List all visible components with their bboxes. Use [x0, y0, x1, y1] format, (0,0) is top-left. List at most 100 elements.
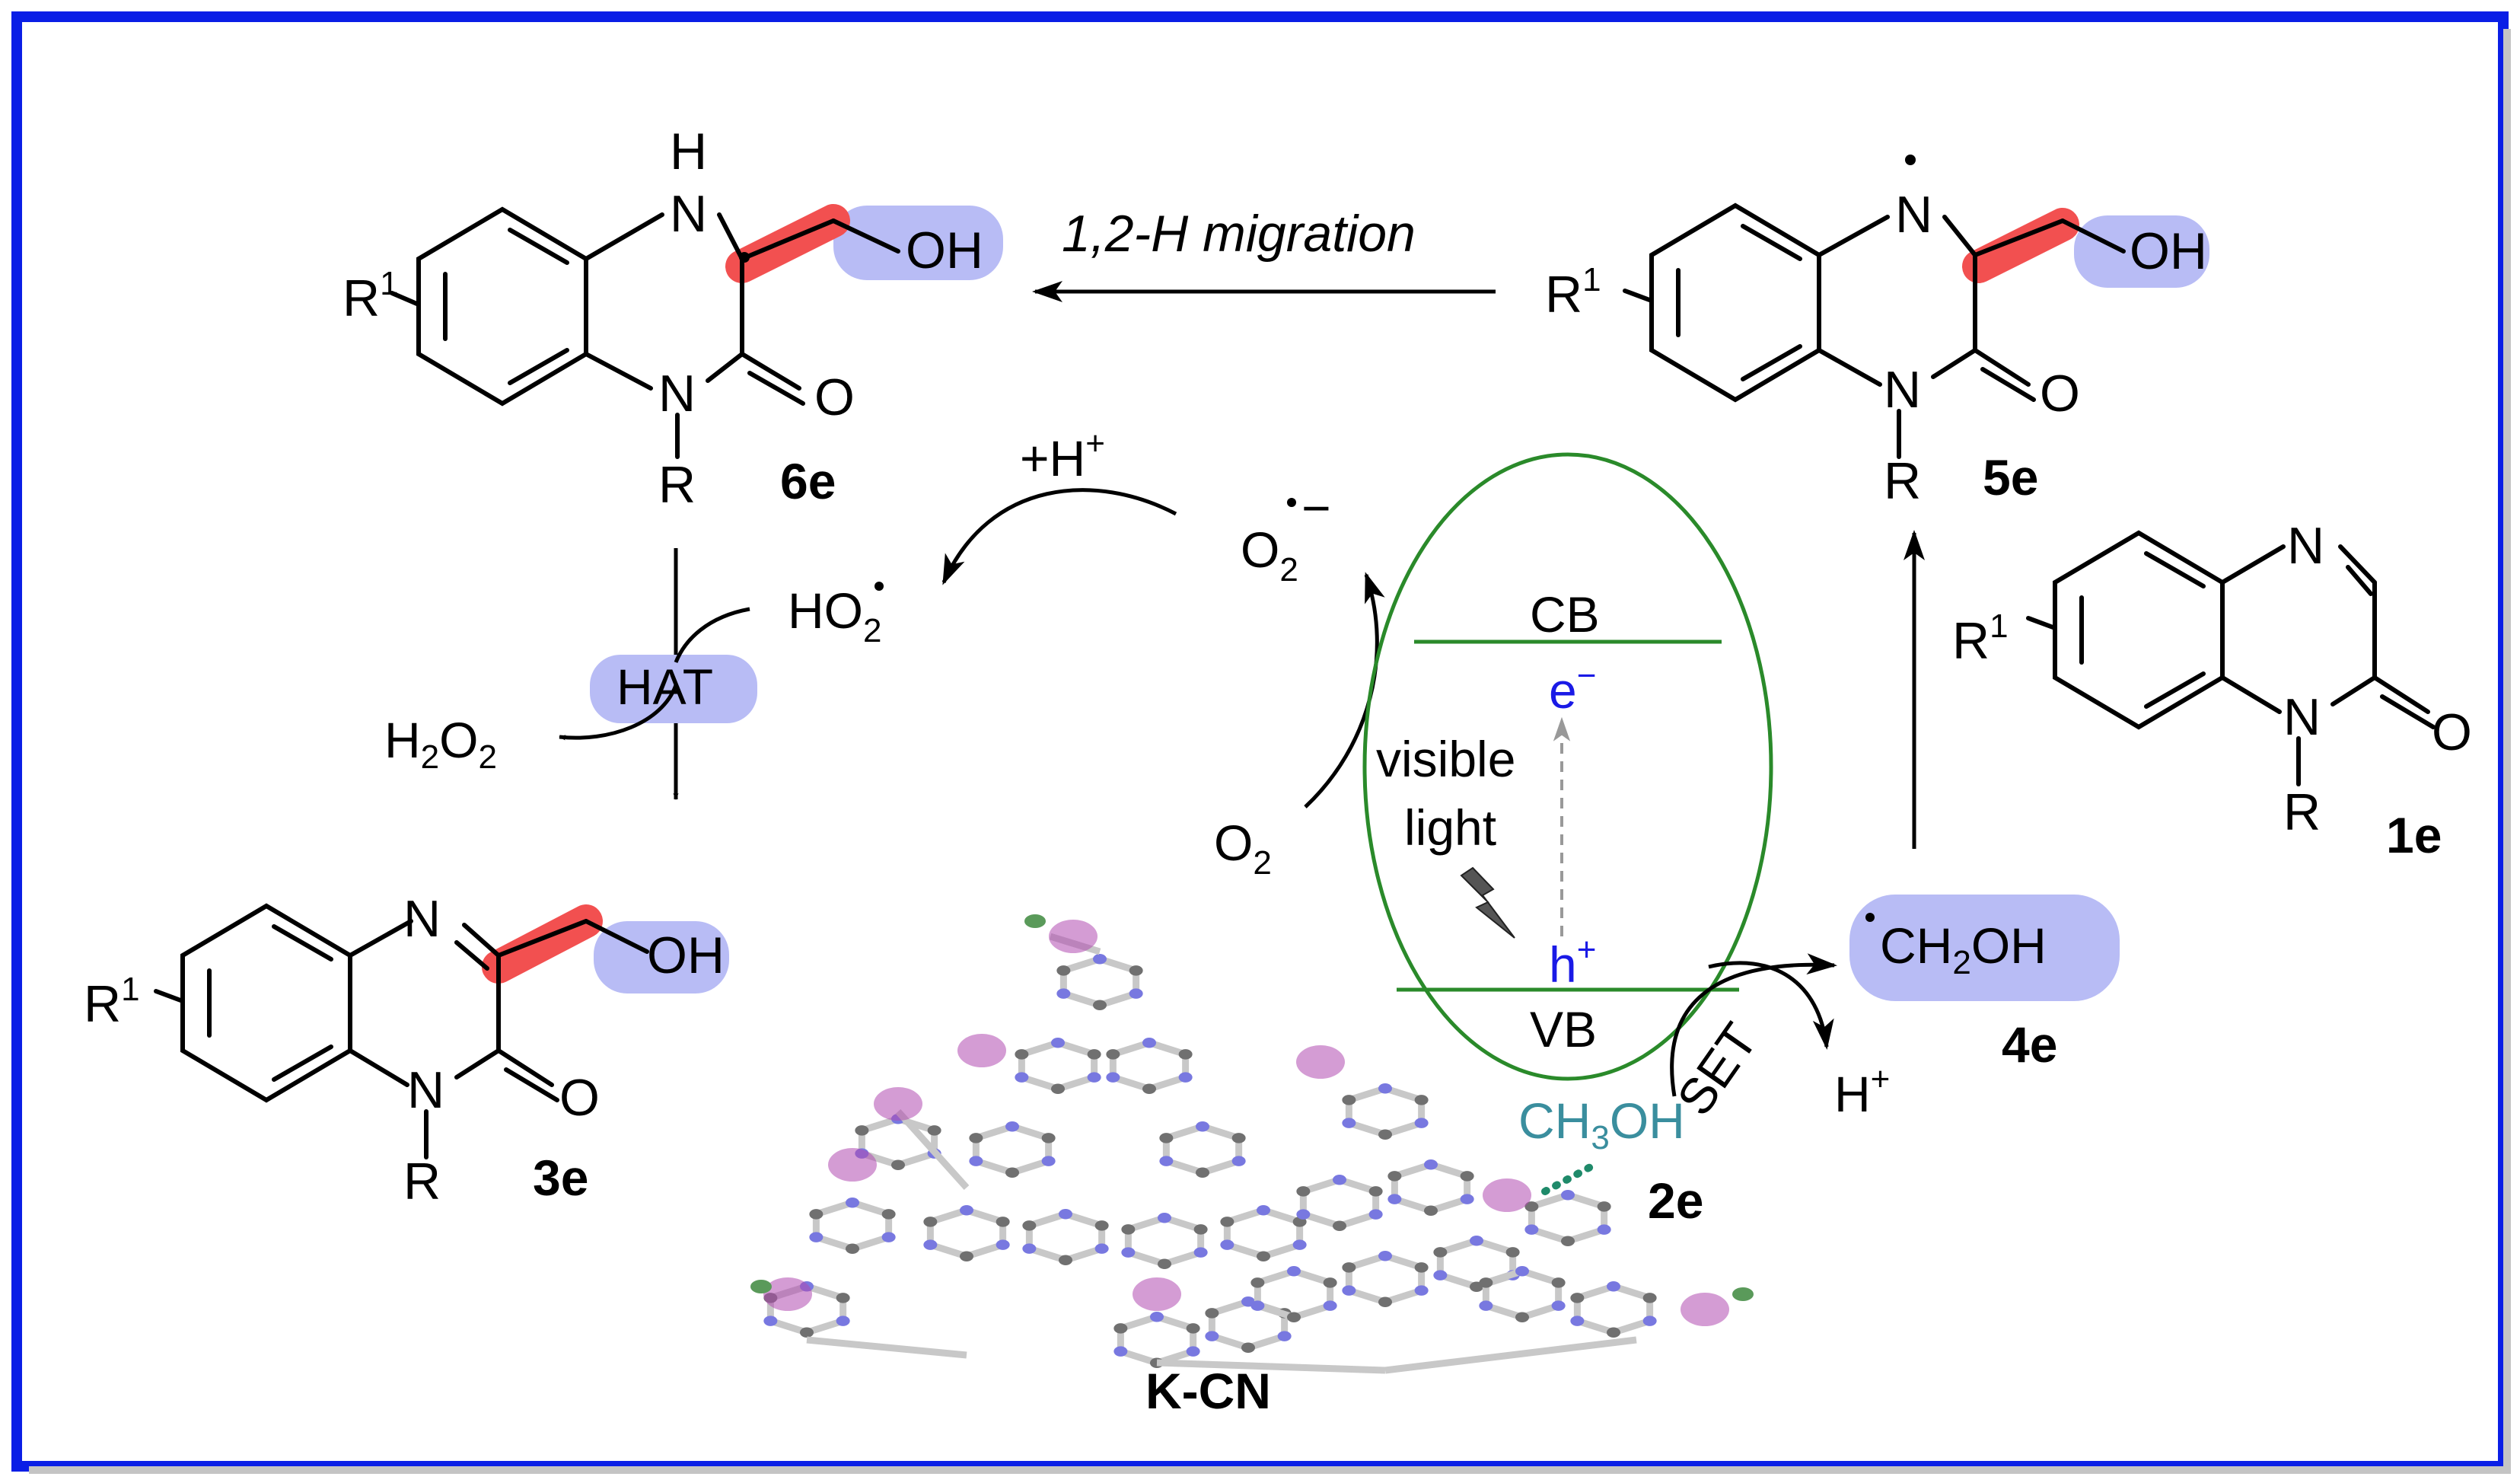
network-node	[1241, 1342, 1255, 1353]
network-node	[1015, 1072, 1029, 1083]
band-ellipse	[1362, 452, 1773, 1081]
band-diagram: CB VB e− h+ visible light	[1362, 452, 1773, 1081]
protonation-arrow	[941, 488, 1177, 585]
network-node	[1178, 1049, 1193, 1060]
network-node	[1186, 1323, 1200, 1334]
network-node	[1059, 1255, 1072, 1265]
network-node	[1041, 1156, 1056, 1166]
network-node	[1093, 954, 1107, 965]
cb-label: CB	[1530, 586, 1600, 643]
network-lobe	[1049, 920, 1098, 953]
network-node	[855, 1125, 869, 1136]
network-node	[1121, 1224, 1136, 1235]
network-terminal	[1024, 914, 1046, 928]
radical-dot	[739, 252, 750, 263]
network-node	[1056, 965, 1071, 976]
network-node	[1277, 1331, 1292, 1341]
network-node	[1150, 1312, 1164, 1322]
network-bond	[1384, 1336, 1637, 1374]
ho2-label: HO2	[788, 582, 881, 649]
network-lobe	[874, 1087, 922, 1121]
hydroxymethyl-highlight	[833, 206, 1003, 280]
network-node	[1142, 1038, 1156, 1048]
network-node	[1570, 1316, 1585, 1326]
network-node	[1257, 1251, 1270, 1261]
network-lobe	[763, 1277, 812, 1311]
catalyst-label: K-CN	[1145, 1363, 1271, 1419]
network-node	[1015, 1049, 1029, 1060]
network-node	[1460, 1171, 1474, 1182]
atom-o: O	[814, 368, 855, 426]
network-node	[1551, 1300, 1566, 1311]
network-node	[881, 1232, 896, 1242]
network-node	[1022, 1243, 1037, 1254]
network-node	[1470, 1236, 1483, 1246]
radical-4e-dot	[1865, 913, 1875, 922]
set-arrow-to-radical	[1670, 953, 1837, 1097]
network-node	[1642, 1316, 1657, 1326]
lightning-icon	[1460, 866, 1515, 939]
network-bond	[1156, 1359, 1386, 1374]
network-node	[1378, 1251, 1392, 1261]
network-node	[1094, 1243, 1109, 1254]
network-node	[1106, 1049, 1120, 1060]
network-node	[960, 1205, 973, 1216]
h-plus-right-label: H+	[1834, 1060, 1890, 1122]
compound-label-5e: 5e	[1983, 449, 2038, 505]
network-node	[1378, 1083, 1392, 1094]
network-node	[1342, 1118, 1356, 1128]
network-node	[1414, 1285, 1429, 1296]
network-node	[836, 1316, 850, 1326]
red-bond-highlight	[1962, 208, 2079, 283]
network-node	[1159, 1133, 1174, 1143]
atom-o: O	[2432, 703, 2472, 761]
atom-h: H	[670, 123, 707, 180]
network-node	[1323, 1277, 1337, 1288]
network-bond	[895, 1108, 970, 1191]
atom-n-lower: N	[407, 1061, 444, 1119]
h-plus-top-label: +H+	[1020, 425, 1105, 486]
network-node	[1129, 965, 1143, 976]
visible-label: visible	[1376, 731, 1515, 787]
hat-curve-in	[674, 607, 750, 663]
substituent-r1: R1	[84, 971, 140, 1033]
network-node	[1433, 1270, 1448, 1280]
frame-shadow-side	[2503, 29, 2511, 1474]
network-node	[1287, 1266, 1301, 1277]
hydroxymethyl-highlight	[594, 921, 729, 993]
network-node	[1193, 1247, 1208, 1258]
network-node	[1257, 1205, 1270, 1216]
network-node	[1387, 1194, 1402, 1204]
network-node	[1323, 1300, 1337, 1311]
network-node	[1607, 1281, 1620, 1292]
network-node	[1597, 1201, 1611, 1212]
network-node	[1551, 1277, 1566, 1288]
network-terminal	[750, 1280, 772, 1293]
network-node	[1113, 1346, 1128, 1357]
network-node	[1059, 1209, 1072, 1220]
network-node	[1159, 1156, 1174, 1166]
hole-label: h+	[1549, 931, 1596, 993]
hydroxymethyl-highlight	[2074, 215, 2209, 288]
set-arrow-to-proton	[1708, 961, 1834, 1050]
network-node	[1205, 1308, 1219, 1319]
network-node	[923, 1239, 938, 1250]
network-node	[1220, 1217, 1235, 1227]
compound-label-6e: 6e	[780, 453, 836, 509]
network-node	[1005, 1121, 1019, 1132]
network-node	[809, 1232, 824, 1242]
methanol-dots	[1541, 1161, 1598, 1195]
network-node	[1570, 1293, 1585, 1303]
network-node	[1178, 1072, 1193, 1083]
network-node	[1607, 1327, 1620, 1338]
network-node	[1196, 1121, 1209, 1132]
network-node	[1287, 1312, 1301, 1322]
network-node	[1196, 1167, 1209, 1178]
atom-n-upper: N	[1895, 186, 1932, 244]
compound-label-2e: 2e	[1648, 1172, 1703, 1229]
kcn-network	[750, 914, 1754, 1374]
network-node	[1561, 1236, 1575, 1246]
o2-radical-charge: −	[1301, 480, 1331, 536]
radical-4e-highlight	[1849, 895, 2120, 1001]
network-node	[1342, 1262, 1356, 1273]
